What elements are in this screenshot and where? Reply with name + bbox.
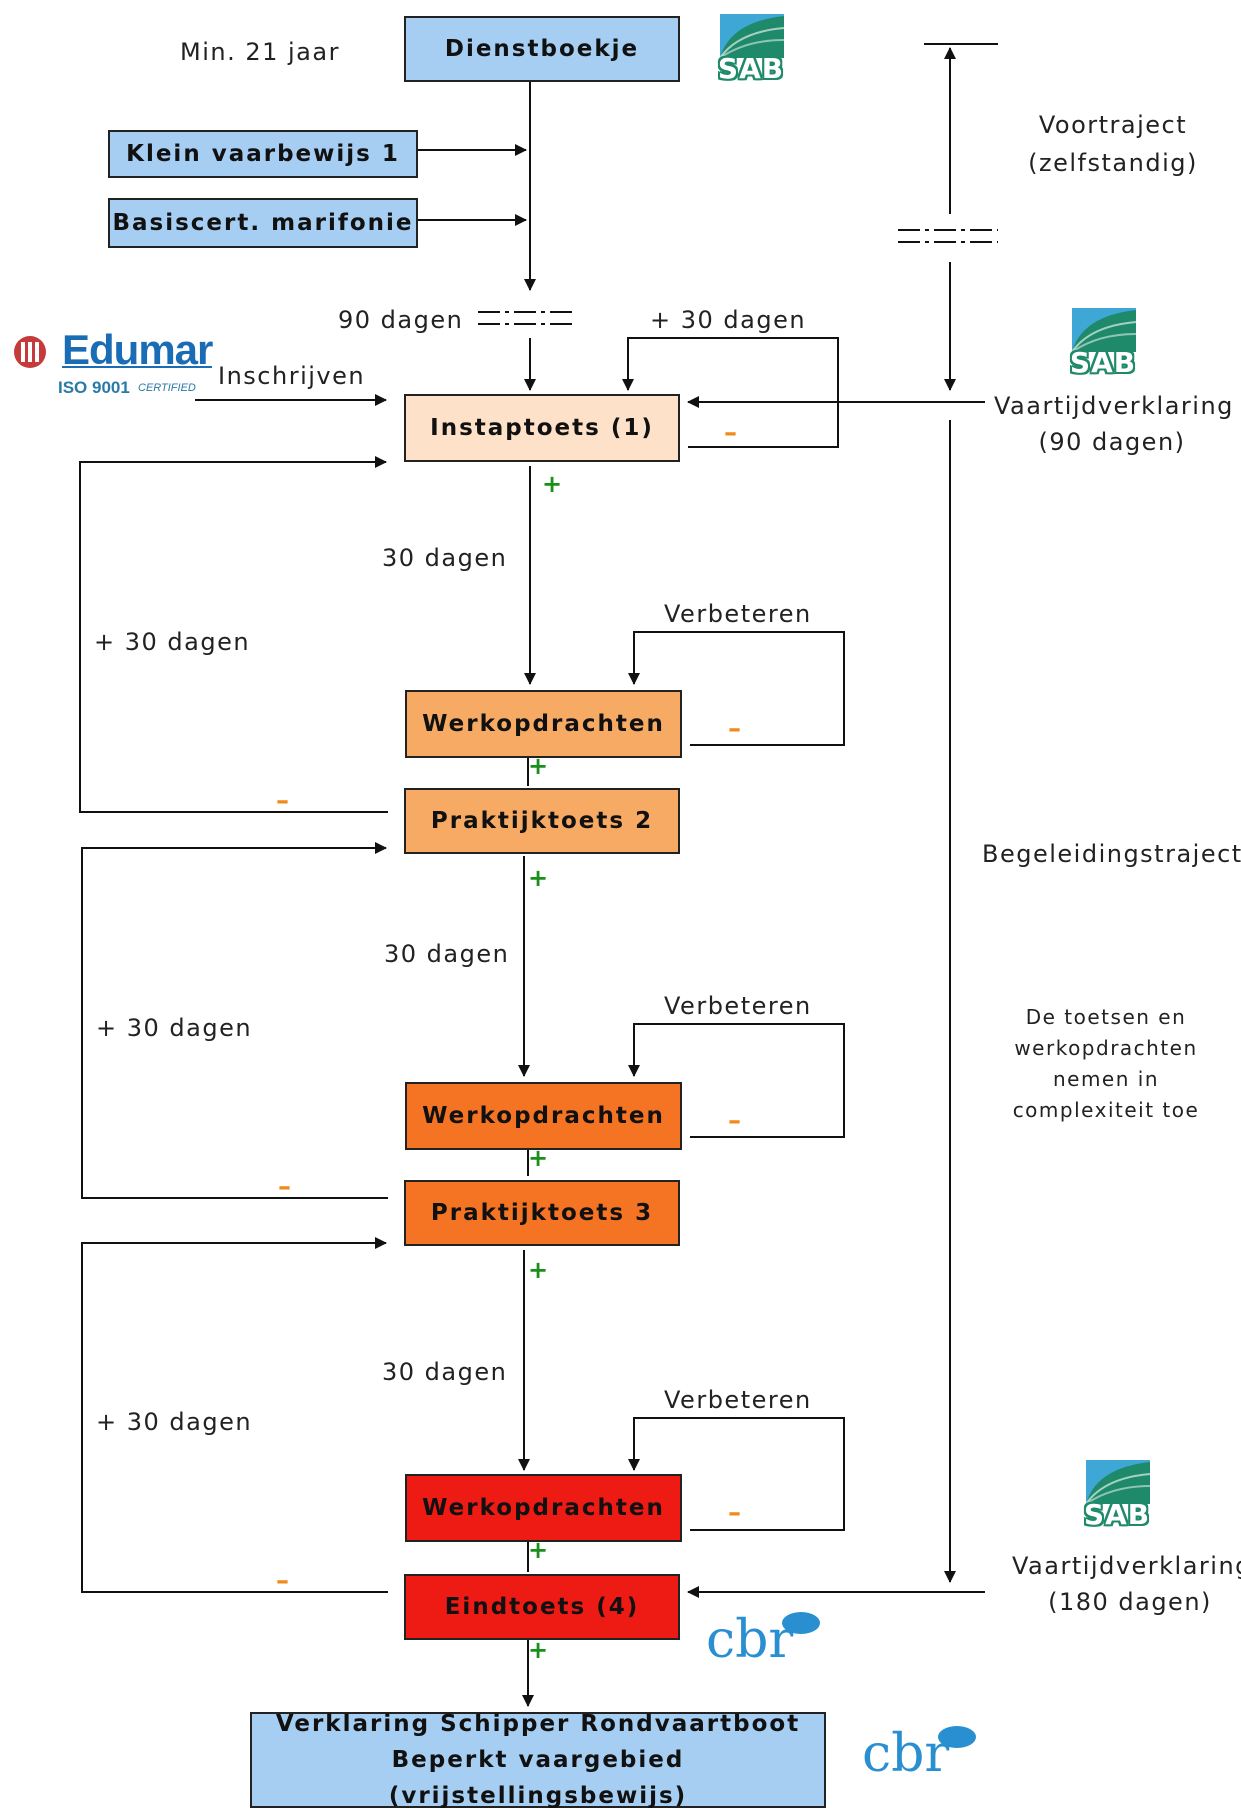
vaartijd-180-line-2: (180 dagen): [1048, 1588, 1212, 1616]
edumar-certified: CERTIFIED: [138, 382, 196, 394]
plus-sign: +: [528, 864, 549, 892]
edumar-name: Edumar: [62, 326, 213, 373]
loop-left-2: [81, 842, 388, 1199]
plus-sign: +: [528, 1144, 549, 1172]
minus-sign: –: [728, 1106, 741, 1136]
note-line-2: werkopdrachten: [1014, 1036, 1198, 1060]
sab-logo-text: SAB: [717, 52, 785, 85]
cbr-logo: cbr: [706, 1612, 820, 1666]
plus-sign: +: [542, 470, 563, 498]
plus-thirty-left-label-a: + 30 dagen: [94, 628, 251, 656]
dienstboekje-box: Dienstboekje: [404, 16, 680, 82]
minus-sign: –: [724, 418, 737, 448]
sab-logo: SAB: [1062, 308, 1144, 379]
vaartijd-180-label: Vaartijdverklaring (180 dagen): [1012, 1548, 1241, 1620]
minus-sign: –: [276, 1566, 289, 1596]
loop-left-3: [81, 1237, 388, 1593]
plus-sign: +: [528, 1536, 549, 1564]
cbr-mark-icon: [782, 1612, 820, 1634]
plus-thirty-left-label-c: + 30 dagen: [96, 1408, 253, 1436]
vaartijd-90-line-1: Vaartijdverklaring: [994, 392, 1234, 420]
cbr-mark-icon: [938, 1726, 976, 1748]
instaptoets-box: Instaptoets (1): [404, 394, 680, 462]
marifonie-box: Basiscert. marifonie: [108, 198, 418, 248]
note-line-1: De toetsen en: [1025, 1005, 1187, 1029]
plus-sign: +: [528, 1256, 549, 1284]
loop-verbeteren-2: [628, 1023, 845, 1138]
plus-thirty-top-label: + 30 dagen: [650, 306, 807, 334]
thirty-days-label-b: 30 dagen: [384, 940, 510, 968]
note-line-4: complexiteit toe: [1012, 1098, 1200, 1122]
thirty-days-label-a: 30 dagen: [382, 544, 508, 572]
complexity-note: De toetsen en werkopdrachten nemen in co…: [1006, 1002, 1206, 1126]
minus-sign: –: [728, 1498, 741, 1528]
plus-thirty-left-label-b: + 30 dagen: [96, 1014, 253, 1042]
sab-logo-text: SAB: [1069, 346, 1137, 379]
vaartijd-180-line-1: Vaartijdverklaring: [1012, 1552, 1241, 1580]
inschrijven-label: Inschrijven: [218, 362, 366, 390]
begeleidingstraject-label: Begeleidingstraject: [982, 840, 1241, 868]
verklaring-box: Verklaring Schipper Rondvaartboot Beperk…: [250, 1711, 826, 1809]
verklaring-line-2: Beperkt vaargebied (vrijstellingsbewijs): [388, 1747, 688, 1809]
voortraject-label: Voortraject (zelfstandig): [1028, 106, 1198, 182]
voortraject-line-2: (zelfstandig): [1028, 149, 1198, 177]
werkopdrachten-2-box: Werkopdrachten: [405, 1082, 682, 1150]
thirty-days-label-c: 30 dagen: [382, 1358, 508, 1386]
edumar-emblem-icon: [14, 336, 46, 368]
klein-vaarbewijs-box: Klein vaarbewijs 1: [108, 130, 418, 178]
loop-instaptoets-retry: [622, 337, 839, 448]
verklaring-line-1: Verklaring Schipper Rondvaartboot: [275, 1711, 801, 1737]
sab-logo-text: SAB: [1083, 1498, 1151, 1531]
note-line-3: nemen in: [1052, 1067, 1160, 1091]
verbeteren-label-a: Verbeteren: [664, 600, 812, 628]
vaartijd-90-label: Vaartijdverklaring (90 dagen): [994, 388, 1234, 460]
voortraject-line-1: Voortraject: [1038, 111, 1188, 139]
minus-sign: –: [278, 1172, 291, 1202]
werkopdrachten-3-box: Werkopdrachten: [405, 1474, 682, 1542]
sab-logo: SAB: [1076, 1460, 1158, 1531]
minus-sign: –: [728, 714, 741, 744]
cbr-logo: cbr: [862, 1726, 976, 1780]
praktijktoets-3-box: Praktijktoets 3: [404, 1180, 680, 1246]
verbeteren-label-c: Verbeteren: [664, 1386, 812, 1414]
plus-sign: +: [528, 752, 549, 780]
praktijktoets-2-box: Praktijktoets 2: [404, 788, 680, 854]
ninety-days-label: 90 dagen: [338, 306, 464, 334]
edumar-logo: Edumar ISO 9001 CERTIFIED: [10, 326, 213, 410]
werkopdrachten-1-box: Werkopdrachten: [405, 690, 682, 758]
eindtoets-box: Eindtoets (4): [404, 1574, 680, 1640]
loop-left-1: [79, 456, 388, 813]
plus-sign: +: [528, 1636, 549, 1664]
minus-sign: –: [276, 786, 289, 816]
verbeteren-label-b: Verbeteren: [664, 992, 812, 1020]
min-age-label: Min. 21 jaar: [180, 38, 340, 66]
loop-verbeteren-1: [628, 631, 845, 746]
cbr-logo-text: cbr: [862, 1724, 950, 1784]
sab-logo: SAB: [710, 14, 792, 85]
vaartijd-90-line-2: (90 dagen): [1038, 428, 1186, 456]
cbr-logo-text: cbr: [706, 1610, 794, 1670]
loop-verbeteren-3: [628, 1417, 845, 1531]
edumar-iso: ISO 9001: [58, 378, 130, 397]
